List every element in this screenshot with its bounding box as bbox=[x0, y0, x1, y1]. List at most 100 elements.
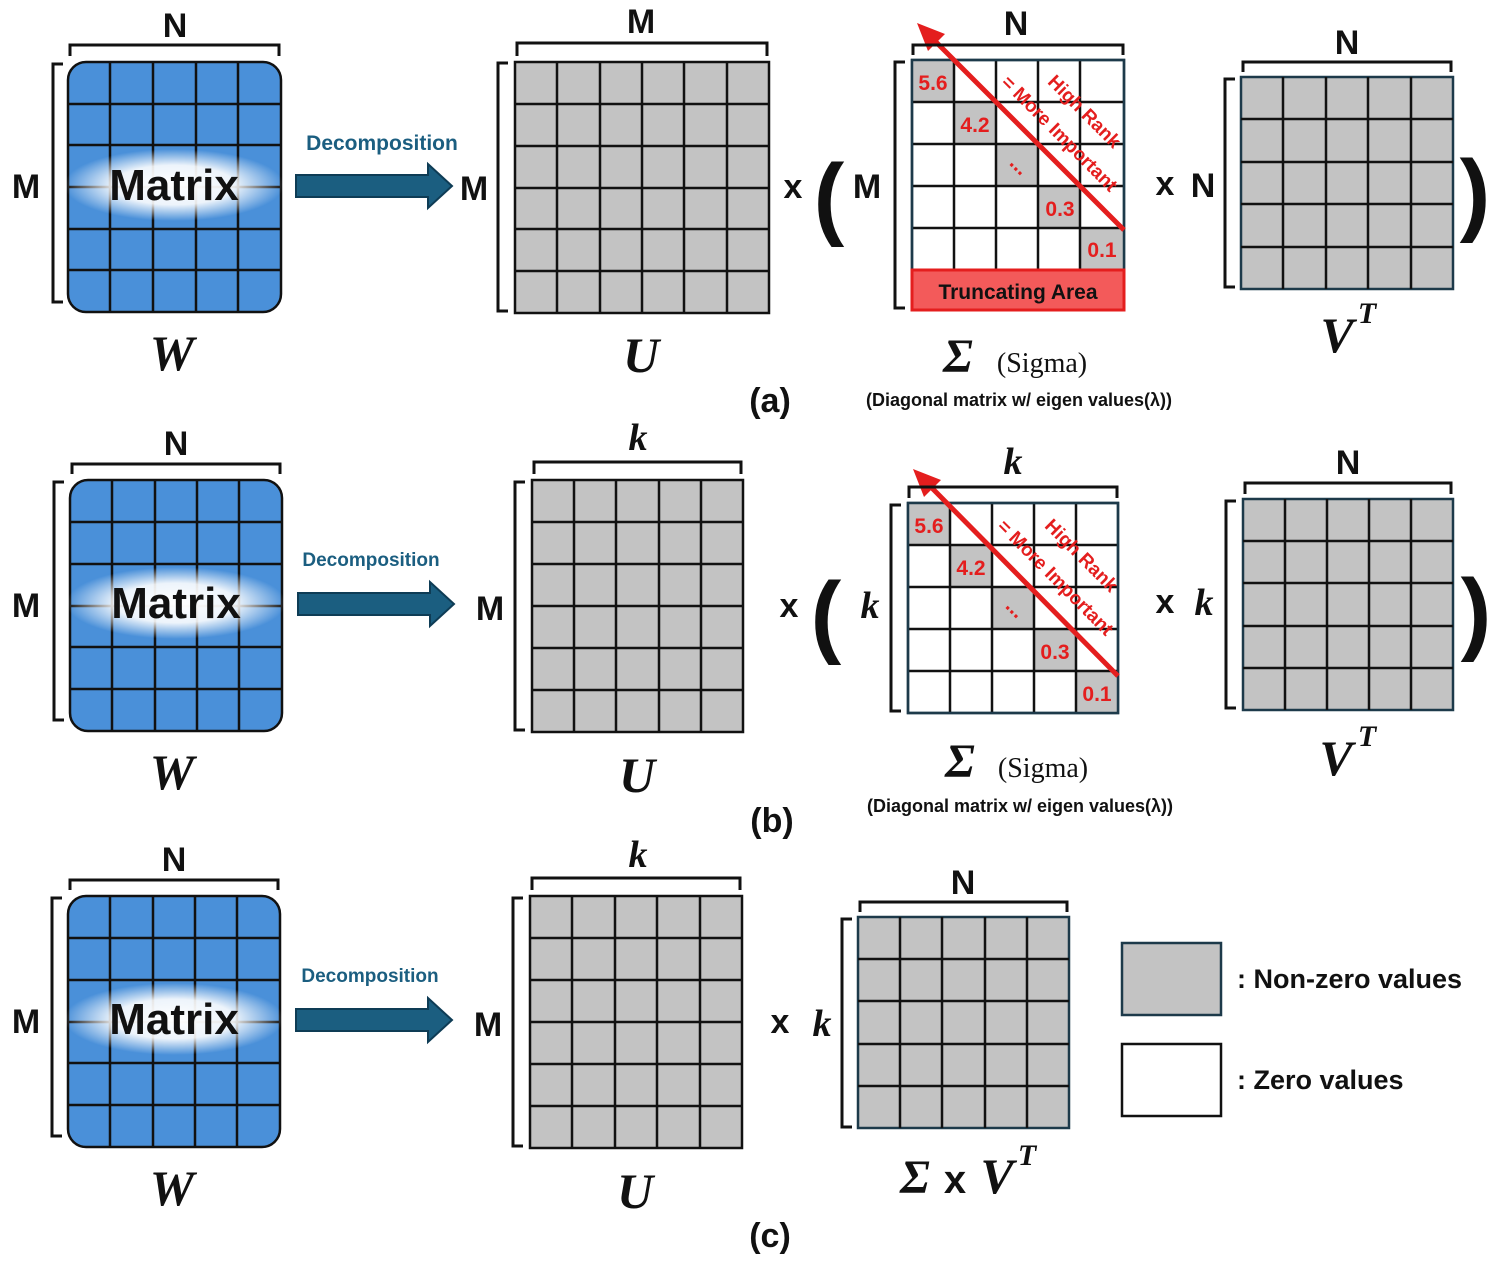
w-top-brace bbox=[68, 43, 281, 56]
legend: : Non-zero values : Zero values bbox=[1120, 941, 1462, 1118]
truncating-label: Truncating Area bbox=[938, 281, 1097, 304]
w-side-label: M bbox=[12, 168, 40, 206]
times-sign-2: x bbox=[1156, 583, 1175, 621]
w-label: W bbox=[150, 1160, 198, 1216]
w-matrix-a: Matrix bbox=[64, 60, 284, 314]
vt-side-brace bbox=[1223, 77, 1235, 289]
legend-zero-label: : Zero values bbox=[1237, 1065, 1404, 1095]
panel-a: Matrix N M W Decomposition M M U x bbox=[12, 3, 1490, 420]
sigma-top-brace bbox=[907, 485, 1119, 498]
times-sign: x bbox=[771, 1003, 790, 1041]
sigma-side-brace bbox=[889, 503, 901, 713]
vt-label: V bbox=[1319, 730, 1356, 786]
svt-side-label: k bbox=[813, 1003, 832, 1045]
sigma-word: (Sigma) bbox=[997, 348, 1087, 379]
matrix-glow bbox=[64, 149, 284, 221]
u-side-label: M bbox=[476, 590, 504, 628]
sigma-matrix-a: Truncating Area 5.6 4.2 ... 0.3 0.1 High… bbox=[910, 23, 1126, 312]
vt-matrix-a bbox=[1239, 75, 1455, 291]
w-side-brace bbox=[52, 480, 64, 722]
times-sign: x bbox=[780, 587, 799, 625]
vt-label-sup: T bbox=[1358, 720, 1378, 753]
panel-c-label: (c) bbox=[749, 1217, 791, 1255]
w-side-label: M bbox=[12, 587, 40, 625]
w-top-brace bbox=[68, 878, 280, 890]
matrix-text: Matrix bbox=[111, 579, 241, 628]
u-top-brace bbox=[515, 41, 769, 56]
times-sign: x bbox=[784, 168, 803, 206]
svt-label-v: V bbox=[980, 1148, 1017, 1204]
diag-value-1: 5.6 bbox=[914, 515, 943, 538]
svt-matrix bbox=[856, 915, 1071, 1130]
matrix-text: Matrix bbox=[109, 995, 239, 1044]
svt-side-brace bbox=[840, 917, 852, 1129]
u-top-brace bbox=[532, 460, 743, 474]
svt-label-sigma: Σ bbox=[899, 1151, 930, 1204]
sigma-symbol: Σ bbox=[942, 330, 973, 383]
u-matrix-c bbox=[528, 894, 744, 1150]
vt-matrix-b bbox=[1241, 497, 1455, 712]
sigma-caption: (Diagonal matrix w/ eigen values(λ)) bbox=[867, 796, 1173, 816]
svt-top-label: N bbox=[951, 864, 976, 902]
sigma-matrix-b: 5.6 4.2 ... 0.3 0.1 High Rank = More Imp… bbox=[906, 469, 1122, 715]
diag-value-2: 4.2 bbox=[960, 114, 989, 137]
sigma-side-label: M bbox=[853, 168, 881, 206]
paren-close: ) bbox=[1460, 142, 1491, 244]
u-side-label: M bbox=[474, 1006, 502, 1044]
sigma-top-brace bbox=[911, 43, 1125, 55]
vt-top-label: N bbox=[1336, 444, 1361, 482]
panel-c: Matrix N M W Decomposition k M U x k bbox=[12, 834, 1071, 1255]
w-label: W bbox=[150, 325, 198, 381]
legend-nonzero-label: : Non-zero values bbox=[1237, 964, 1462, 994]
vt-top-label: N bbox=[1335, 24, 1360, 62]
sigma-side-brace bbox=[893, 60, 905, 310]
u-side-brace bbox=[511, 896, 523, 1148]
vt-side-label: N bbox=[1191, 167, 1216, 205]
truncating-area bbox=[910, 268, 1126, 312]
svt-top-brace bbox=[858, 900, 1069, 912]
w-top-label: N bbox=[162, 841, 187, 879]
panel-b: Matrix N M W Decomposition k M U x ( bbox=[12, 417, 1491, 840]
sigma-top-label: k bbox=[1004, 441, 1023, 483]
u-matrix-b bbox=[530, 478, 745, 734]
w-top-brace bbox=[70, 462, 282, 474]
sigma-symbol: Σ bbox=[944, 735, 975, 788]
u-matrix-a bbox=[513, 60, 771, 315]
w-matrix-c: Matrix bbox=[64, 894, 284, 1149]
paren-open: ( bbox=[811, 564, 842, 666]
u-top-brace bbox=[530, 876, 742, 890]
w-side-label: M bbox=[12, 1003, 40, 1041]
legend-zero-swatch bbox=[1120, 1042, 1223, 1118]
diag-value-1: 5.6 bbox=[918, 72, 947, 95]
decomposition-arrow bbox=[297, 579, 456, 629]
paren-open: ( bbox=[814, 146, 845, 248]
u-side-label: M bbox=[460, 170, 488, 208]
sigma-top-label: N bbox=[1004, 5, 1029, 43]
decomposition-label: Decomposition bbox=[301, 966, 438, 987]
diag-value-5: 0.1 bbox=[1087, 239, 1117, 262]
legend-nonzero-swatch bbox=[1120, 941, 1223, 1017]
panel-a-label: (a) bbox=[749, 382, 791, 420]
rank-arrow bbox=[930, 36, 1126, 232]
matrix-text: Matrix bbox=[109, 161, 239, 210]
u-top-label: M bbox=[627, 3, 655, 41]
vt-side-label: k bbox=[1195, 582, 1214, 624]
u-label: U bbox=[619, 747, 658, 803]
times-sign-2: x bbox=[1156, 165, 1175, 203]
rank-arrow-head bbox=[917, 23, 945, 51]
w-side-brace bbox=[50, 896, 62, 1138]
diag-value-2: 4.2 bbox=[956, 557, 985, 580]
decomposition-arrow bbox=[295, 995, 454, 1045]
decomposition-arrow bbox=[295, 161, 454, 211]
w-top-label: N bbox=[163, 7, 188, 45]
diag-value-4: 0.3 bbox=[1040, 641, 1069, 664]
u-top-label: k bbox=[629, 834, 648, 876]
rank-arrow bbox=[926, 482, 1120, 678]
u-label: U bbox=[623, 327, 662, 383]
decomposition-label: Decomposition bbox=[306, 132, 458, 155]
vt-label: V bbox=[1320, 307, 1357, 363]
paren-close: ) bbox=[1461, 561, 1492, 663]
w-label: W bbox=[150, 744, 198, 800]
decomposition-label: Decomposition bbox=[302, 550, 439, 571]
